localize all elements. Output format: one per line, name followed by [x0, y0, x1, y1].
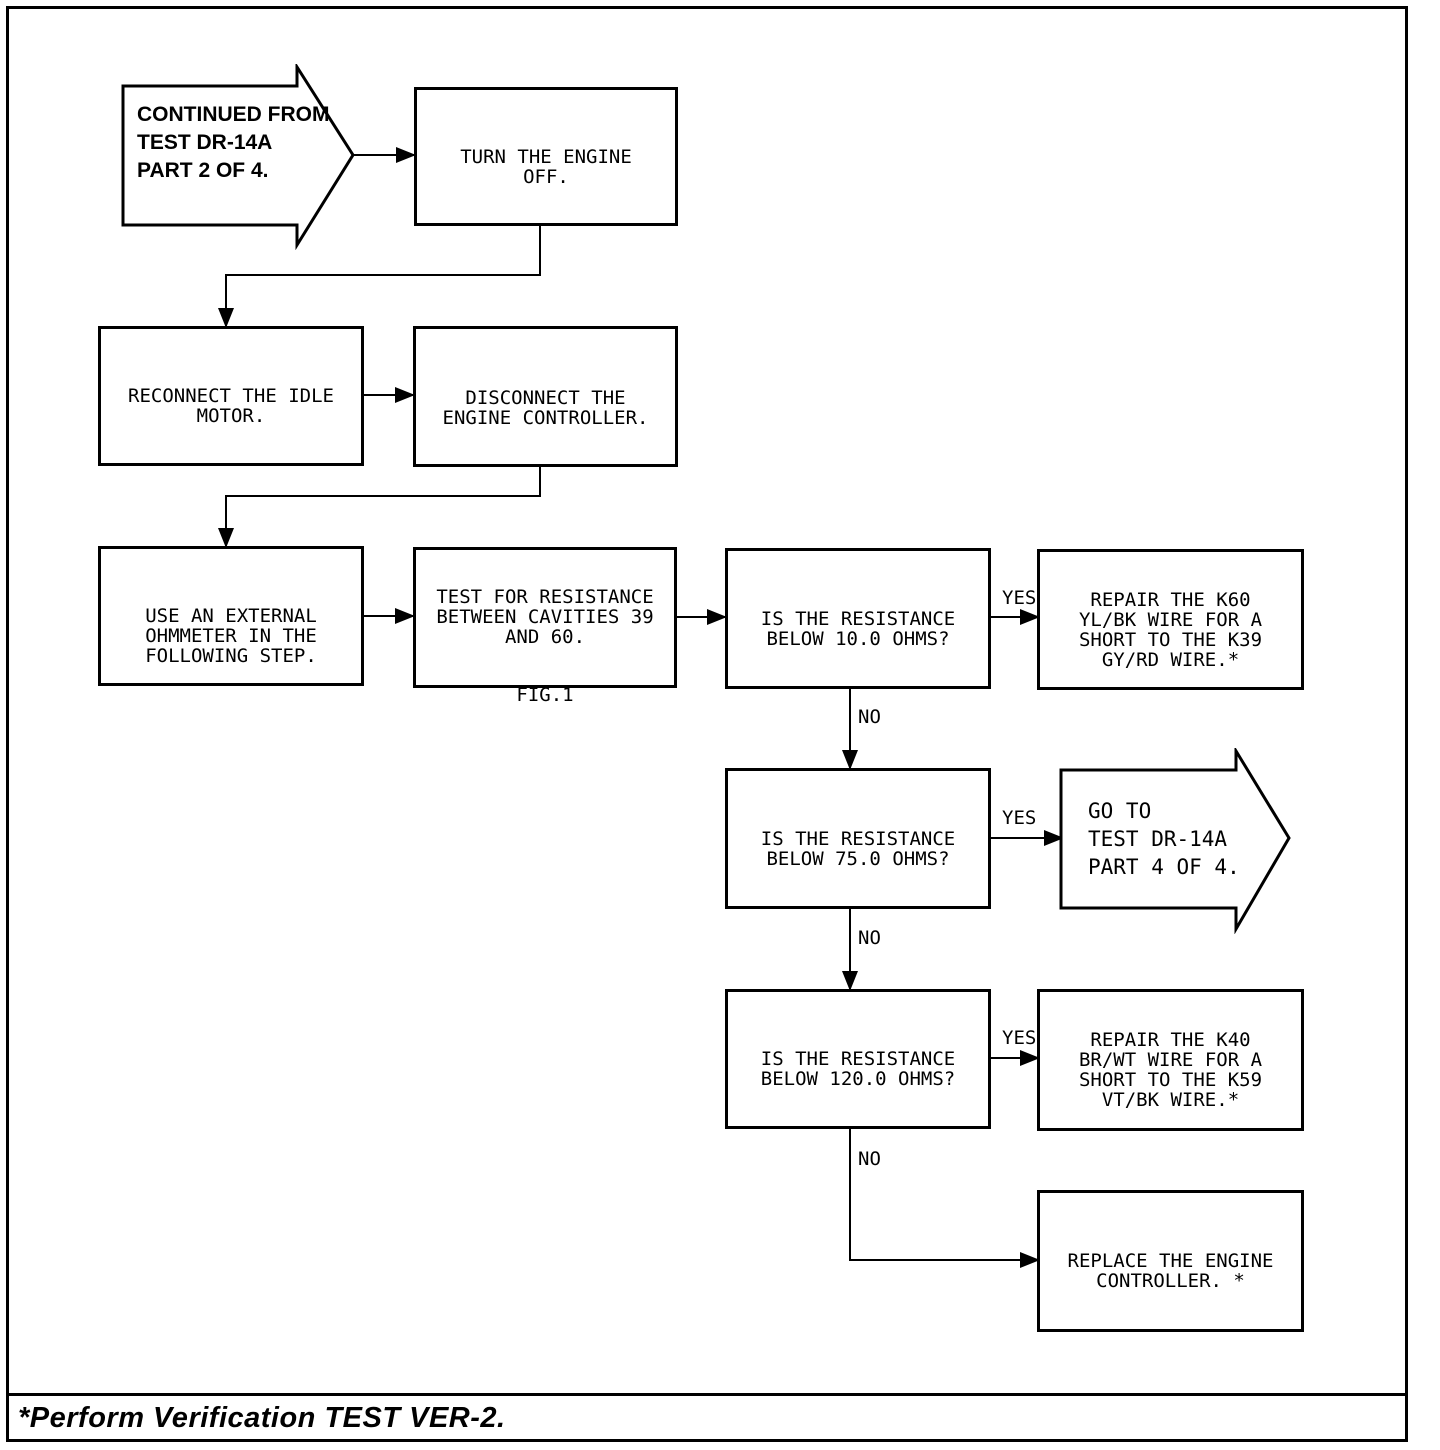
goto-part4-text: GO TO TEST DR-14A PART 4 OF 4. [1088, 799, 1240, 879]
decision-below-75-ohms-text: IS THE RESISTANCE BELOW 75.0 OHMS? [760, 828, 956, 870]
reconnect-idle-motor-box: RECONNECT THE IDLE MOTOR. [98, 326, 364, 466]
disconnect-controller-text: DISCONNECT THE ENGINE CONTROLLER. [442, 387, 649, 429]
replace-controller-box: REPLACE THE ENGINE CONTROLLER. * [1037, 1190, 1304, 1332]
decision-below-75-ohms: IS THE RESISTANCE BELOW 75.0 OHMS? [725, 768, 991, 909]
turn-engine-off-box: TURN THE ENGINE OFF. [414, 87, 678, 226]
q2-no-label: NO [858, 927, 881, 949]
decision-below-120-ohms-text: IS THE RESISTANCE BELOW 120.0 OHMS? [760, 1048, 956, 1090]
goto-part4-arrow-shape [1059, 748, 1291, 934]
q3-no-label: NO [858, 1148, 881, 1170]
repair-k60-box: REPAIR THE K60 YL/BK WIRE FOR A SHORT TO… [1037, 549, 1304, 690]
test-resistance-box: TEST FOR RESISTANCE BETWEEN CAVITIES 39 … [413, 547, 677, 705]
decision-below-120-ohms: IS THE RESISTANCE BELOW 120.0 OHMS? [725, 989, 991, 1129]
footer-note: *Perform Verification TEST VER-2. [18, 1402, 506, 1434]
edge-q3-no [849, 1128, 1040, 1268]
repair-k40-text: REPAIR THE K40 BR/WT WIRE FOR A SHORT TO… [1078, 1029, 1263, 1111]
turn-engine-off-text: TURN THE ENGINE OFF. [460, 146, 632, 188]
decision-below-10-ohms-text: IS THE RESISTANCE BELOW 10.0 OHMS? [760, 608, 956, 650]
q3-yes-label: YES [1002, 1027, 1037, 1049]
start-connector-text: CONTINUED FROM TEST DR-14A PART 2 OF 4. [137, 103, 330, 182]
q1-yes-label: YES [1002, 587, 1037, 609]
footer-divider [6, 1393, 1408, 1396]
repair-k40-box: REPAIR THE K40 BR/WT WIRE FOR A SHORT TO… [1037, 989, 1304, 1131]
decision-below-10-ohms: IS THE RESISTANCE BELOW 10.0 OHMS? [725, 548, 991, 689]
external-ohmmeter-text: USE AN EXTERNAL OHMMETER IN THE FOLLOWIN… [145, 605, 317, 667]
start-arrow-shape [121, 64, 355, 250]
reconnect-idle-motor-text: RECONNECT THE IDLE MOTOR. [128, 385, 334, 427]
external-ohmmeter-box: USE AN EXTERNAL OHMMETER IN THE FOLLOWIN… [98, 546, 364, 686]
repair-k60-text: REPAIR THE K60 YL/BK WIRE FOR A SHORT TO… [1078, 589, 1263, 671]
edge-turnoff-to-reconnect [218, 226, 541, 328]
edge-disconnect-to-ohmmeter [218, 467, 541, 548]
disconnect-controller-box: DISCONNECT THE ENGINE CONTROLLER. [413, 326, 678, 467]
replace-controller-text: REPLACE THE ENGINE CONTROLLER. * [1067, 1250, 1274, 1292]
figure-reference: FIG.1 [516, 684, 574, 706]
q1-no-label: NO [858, 706, 881, 728]
test-resistance-text: TEST FOR RESISTANCE BETWEEN CAVITIES 39 … [436, 586, 654, 648]
q2-yes-label: YES [1002, 807, 1037, 829]
page-frame [6, 6, 1408, 1442]
